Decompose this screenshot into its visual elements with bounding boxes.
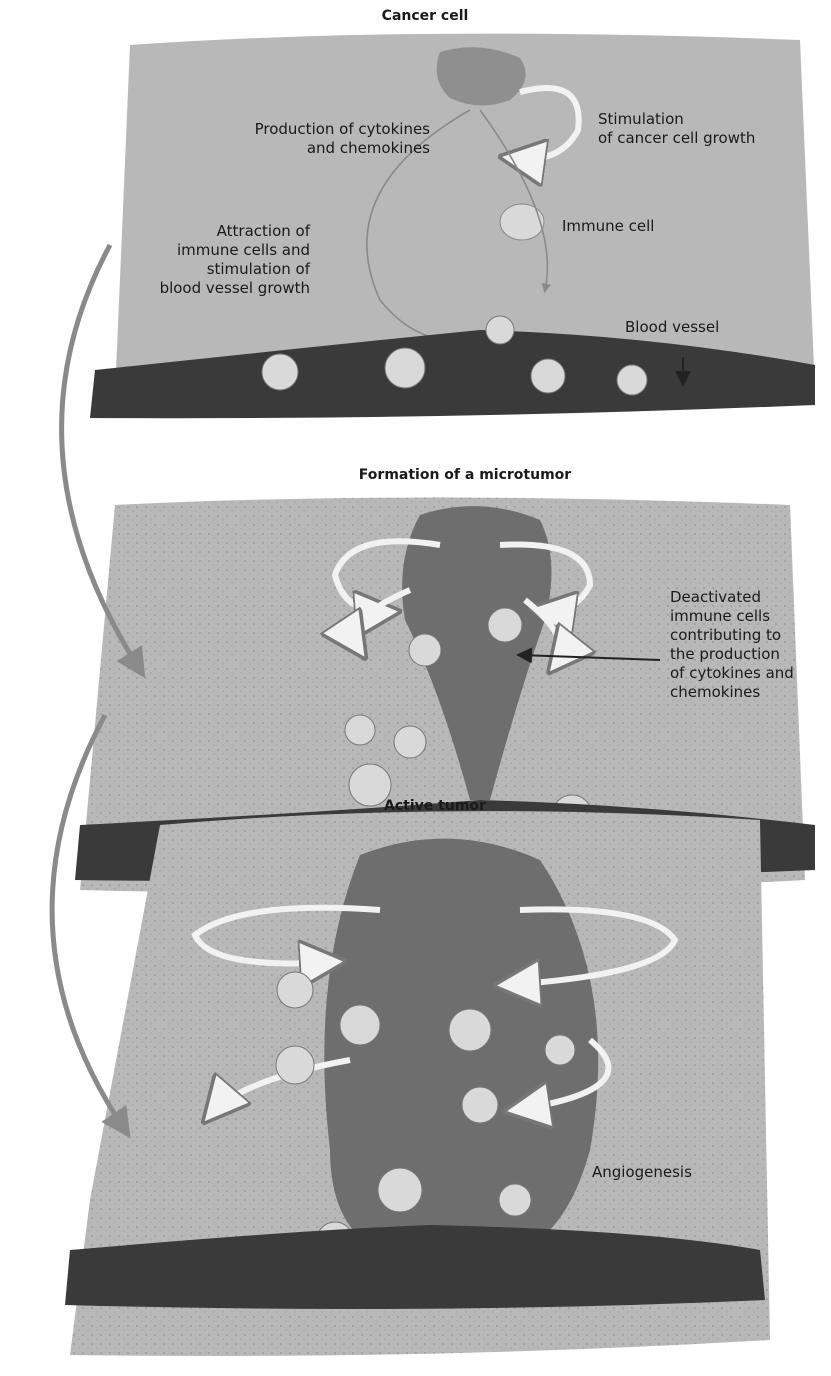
panel-3-art xyxy=(65,811,770,1356)
attraction-label: Attraction of immune cells and stimulati… xyxy=(120,222,310,298)
immune-cell-shape xyxy=(500,204,544,240)
cancer-cell-shape xyxy=(437,47,526,105)
deactivated-label: Deactivated immune cells contributing to… xyxy=(670,588,830,702)
blood-vessel-label: Blood vessel xyxy=(625,318,765,337)
panel-1-title: Cancer cell xyxy=(355,7,495,26)
stimulation-label: Stimulation of cancer cell growth xyxy=(598,110,813,148)
panel-2-title: Formation of a microtumor xyxy=(335,466,595,485)
production-label: Production of cytokines and chemokines xyxy=(190,120,430,158)
panel-3-title: Active tumor xyxy=(365,797,505,816)
angiogenesis-label: Angiogenesis xyxy=(592,1163,732,1182)
immune-cell-label: Immune cell xyxy=(562,217,702,236)
